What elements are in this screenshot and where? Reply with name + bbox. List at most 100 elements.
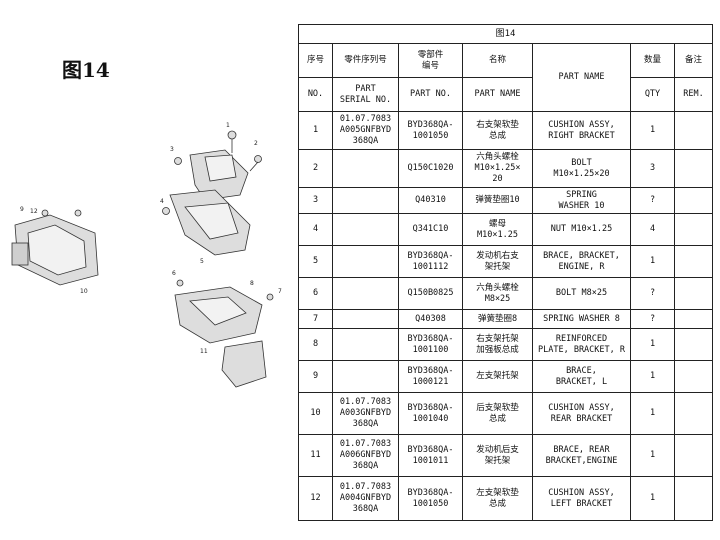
row-serial xyxy=(332,245,399,278)
row-serial xyxy=(332,328,399,361)
row-rem xyxy=(673,360,714,393)
svg-text:9: 9 xyxy=(20,206,24,213)
header-serial-cn: 零件序列号 xyxy=(332,43,399,78)
row-serial xyxy=(332,309,399,329)
row-part-no: BYD368QA-1001040 xyxy=(398,392,463,435)
row-name-cn: 弹簧垫圈8 xyxy=(462,309,533,329)
row-part-no: BYD368QA-1001011 xyxy=(398,434,463,477)
row-qty: 1 xyxy=(630,111,675,150)
row-name-en: CUSHION ASSY,RIGHT BRACKET xyxy=(532,111,631,150)
row-qty: 4 xyxy=(630,213,675,246)
header-qty-en: QTY xyxy=(630,77,675,112)
row-no: 12 xyxy=(298,476,333,521)
row-name-en: NUT M10×1.25 xyxy=(532,213,631,246)
row-name-cn: 左支架软垫总成 xyxy=(462,476,533,521)
header-partno-cn: 零部件编号 xyxy=(398,43,463,78)
row-name-en: BRACE,BRACKET, L xyxy=(532,360,631,393)
figure-label: 图14 xyxy=(62,58,110,82)
row-rem xyxy=(673,111,714,150)
row-qty: 1 xyxy=(630,392,675,435)
row-qty: 1 xyxy=(630,328,675,361)
header-name-en: PART NAME xyxy=(462,77,533,112)
header-no-en: NO. xyxy=(298,77,333,112)
row-serial xyxy=(332,213,399,246)
svg-text:7: 7 xyxy=(278,288,282,295)
header-name-cn: 名称 xyxy=(462,43,533,78)
row-name-cn: 弹簧垫圈10 xyxy=(462,187,533,214)
row-qty: 1 xyxy=(630,434,675,477)
row-serial xyxy=(332,187,399,214)
row-part-no: BYD368QA-1001050 xyxy=(398,111,463,150)
svg-text:6: 6 xyxy=(172,270,176,277)
row-rem xyxy=(673,149,714,188)
row-no: 3 xyxy=(298,187,333,214)
header-rem-cn: 备注 xyxy=(673,43,714,78)
row-rem xyxy=(673,392,714,435)
row-qty: 3 xyxy=(630,149,675,188)
row-part-no: Q150B0825 xyxy=(398,277,463,310)
row-name-en: CUSHION ASSY,REAR BRACKET xyxy=(532,392,631,435)
svg-text:8: 8 xyxy=(250,280,254,287)
row-name-cn: 发动机后支架托架 xyxy=(462,434,533,477)
svg-text:10: 10 xyxy=(80,288,88,295)
svg-text:11: 11 xyxy=(200,348,208,355)
row-part-no: BYD368QA-1001100 xyxy=(398,328,463,361)
row-rem xyxy=(673,434,714,477)
row-no: 9 xyxy=(298,360,333,393)
row-name-cn: 后支架软垫总成 xyxy=(462,392,533,435)
row-no: 2 xyxy=(298,149,333,188)
svg-text:3: 3 xyxy=(170,146,174,153)
svg-text:2: 2 xyxy=(254,140,258,147)
row-part-no: Q40310 xyxy=(398,187,463,214)
table-caption: 图14 xyxy=(297,24,714,44)
row-rem xyxy=(673,277,714,310)
row-qty: 1 xyxy=(630,476,675,521)
exploded-parts-diagram: 1 2 3 4 5 6 7 8 9 10 11 12 xyxy=(11,122,282,388)
row-part-no: BYD368QA-1000121 xyxy=(398,360,463,393)
row-rem xyxy=(673,245,714,278)
row-serial xyxy=(332,277,399,310)
row-name-cn: 右支架软垫总成 xyxy=(462,111,533,150)
row-no: 11 xyxy=(298,434,333,477)
row-serial xyxy=(332,360,399,393)
header-no-cn: 序号 xyxy=(298,43,333,78)
row-no: 10 xyxy=(298,392,333,435)
row-part-no: Q40308 xyxy=(398,309,463,329)
row-name-cn: 发动机右支架托架 xyxy=(462,245,533,278)
header-qty-cn: 数量 xyxy=(630,43,675,78)
row-qty: ? xyxy=(630,277,675,310)
parts-table: 图14 序号 零件序列号 零部件编号 名称 PART NAME 数量 备注 NO… xyxy=(297,24,714,521)
row-name-en: BRACE, BRACKET,ENGINE, R xyxy=(532,245,631,278)
row-part-no: Q150C1020 xyxy=(398,149,463,188)
row-name-en: BOLT M8×25 xyxy=(532,277,631,310)
header-partno-en: PART NO. xyxy=(398,77,463,112)
header-rem-en: REM. xyxy=(673,77,714,112)
row-part-no: BYD368QA-1001112 xyxy=(398,245,463,278)
rear-bracket-cushion xyxy=(221,340,267,388)
row-name-cn: 左支架托架 xyxy=(462,360,533,393)
row-part-no: BYD368QA-1001050 xyxy=(398,476,463,521)
row-no: 5 xyxy=(298,245,333,278)
svg-text:1: 1 xyxy=(226,122,230,129)
row-qty: 1 xyxy=(630,245,675,278)
row-qty: ? xyxy=(630,187,675,214)
